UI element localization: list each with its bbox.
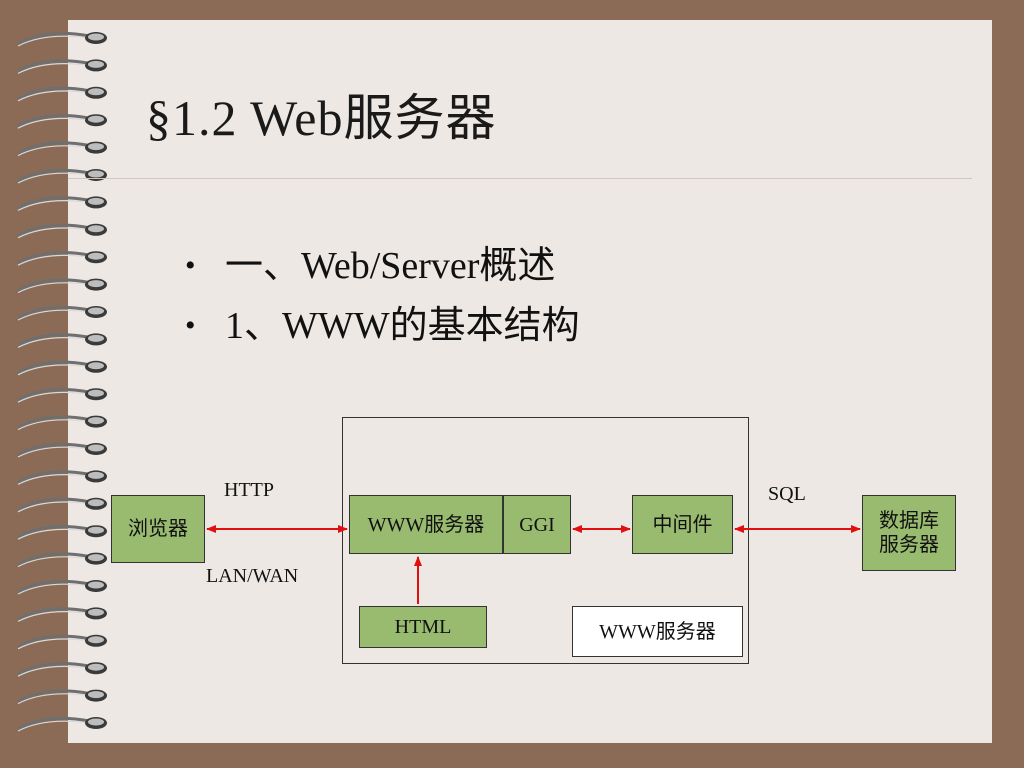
html-node: HTML — [359, 606, 487, 648]
binding-ring — [17, 388, 107, 403]
bullet-text: 一、Web/Server概述 — [225, 245, 556, 287]
binding-ring — [17, 223, 107, 239]
binding-ring — [17, 662, 107, 677]
middleware-node: 中间件 — [632, 495, 733, 554]
binding-ring — [17, 333, 107, 348]
binding-ring — [17, 470, 107, 485]
binding-ring — [17, 689, 107, 705]
sql-label: SQL — [768, 483, 806, 505]
binding-ring — [17, 634, 107, 650]
left-binding-strip — [0, 0, 24, 768]
binding-ring — [17, 552, 107, 568]
lan-wan-label: LAN/WAN — [206, 565, 299, 587]
bullet-list: • 一、Web/Server概述 • 1、WWW的基本结构 — [185, 236, 580, 356]
bullet-dot: • — [185, 249, 196, 282]
binding-ring — [17, 141, 107, 157]
database-server-label-line2: 服务器 — [879, 534, 939, 556]
binding-ring — [17, 716, 107, 732]
binding-ring — [17, 525, 107, 540]
bullet-item: • 1、WWW的基本结构 — [185, 296, 580, 356]
binding-ring — [17, 114, 107, 129]
browser-node: 浏览器 — [111, 495, 205, 563]
binding-ring — [17, 360, 107, 376]
bullet-dot: • — [185, 309, 196, 342]
binding-ring — [17, 497, 107, 513]
www-server-caption-box: WWW服务器 — [572, 606, 743, 657]
binding-ring — [17, 59, 107, 74]
http-label: HTTP — [224, 479, 274, 501]
ggi-node: GGI — [503, 495, 571, 554]
spiral-binding — [17, 31, 107, 732]
title-divider — [68, 178, 972, 179]
bullet-item: • 一、Web/Server概述 — [185, 236, 580, 296]
database-server-node: 数据库 服务器 — [862, 495, 956, 571]
binding-ring — [17, 168, 107, 184]
binding-ring — [17, 607, 107, 622]
binding-ring — [17, 31, 107, 47]
binding-ring — [17, 415, 107, 431]
binding-ring — [17, 442, 107, 458]
binding-ring — [17, 305, 107, 321]
slide-paper — [68, 20, 992, 743]
bullet-text: 1、WWW的基本结构 — [225, 305, 580, 347]
www-server-node: WWW服务器 — [349, 495, 503, 554]
database-server-label-line1: 数据库 — [879, 510, 939, 532]
www-server-boundary — [342, 417, 749, 664]
binding-ring — [17, 196, 107, 211]
slide-title: §1.2 Web服务器 — [146, 90, 497, 146]
binding-ring — [17, 579, 107, 595]
binding-ring — [17, 251, 107, 266]
binding-ring — [17, 278, 107, 294]
binding-ring — [17, 86, 107, 102]
